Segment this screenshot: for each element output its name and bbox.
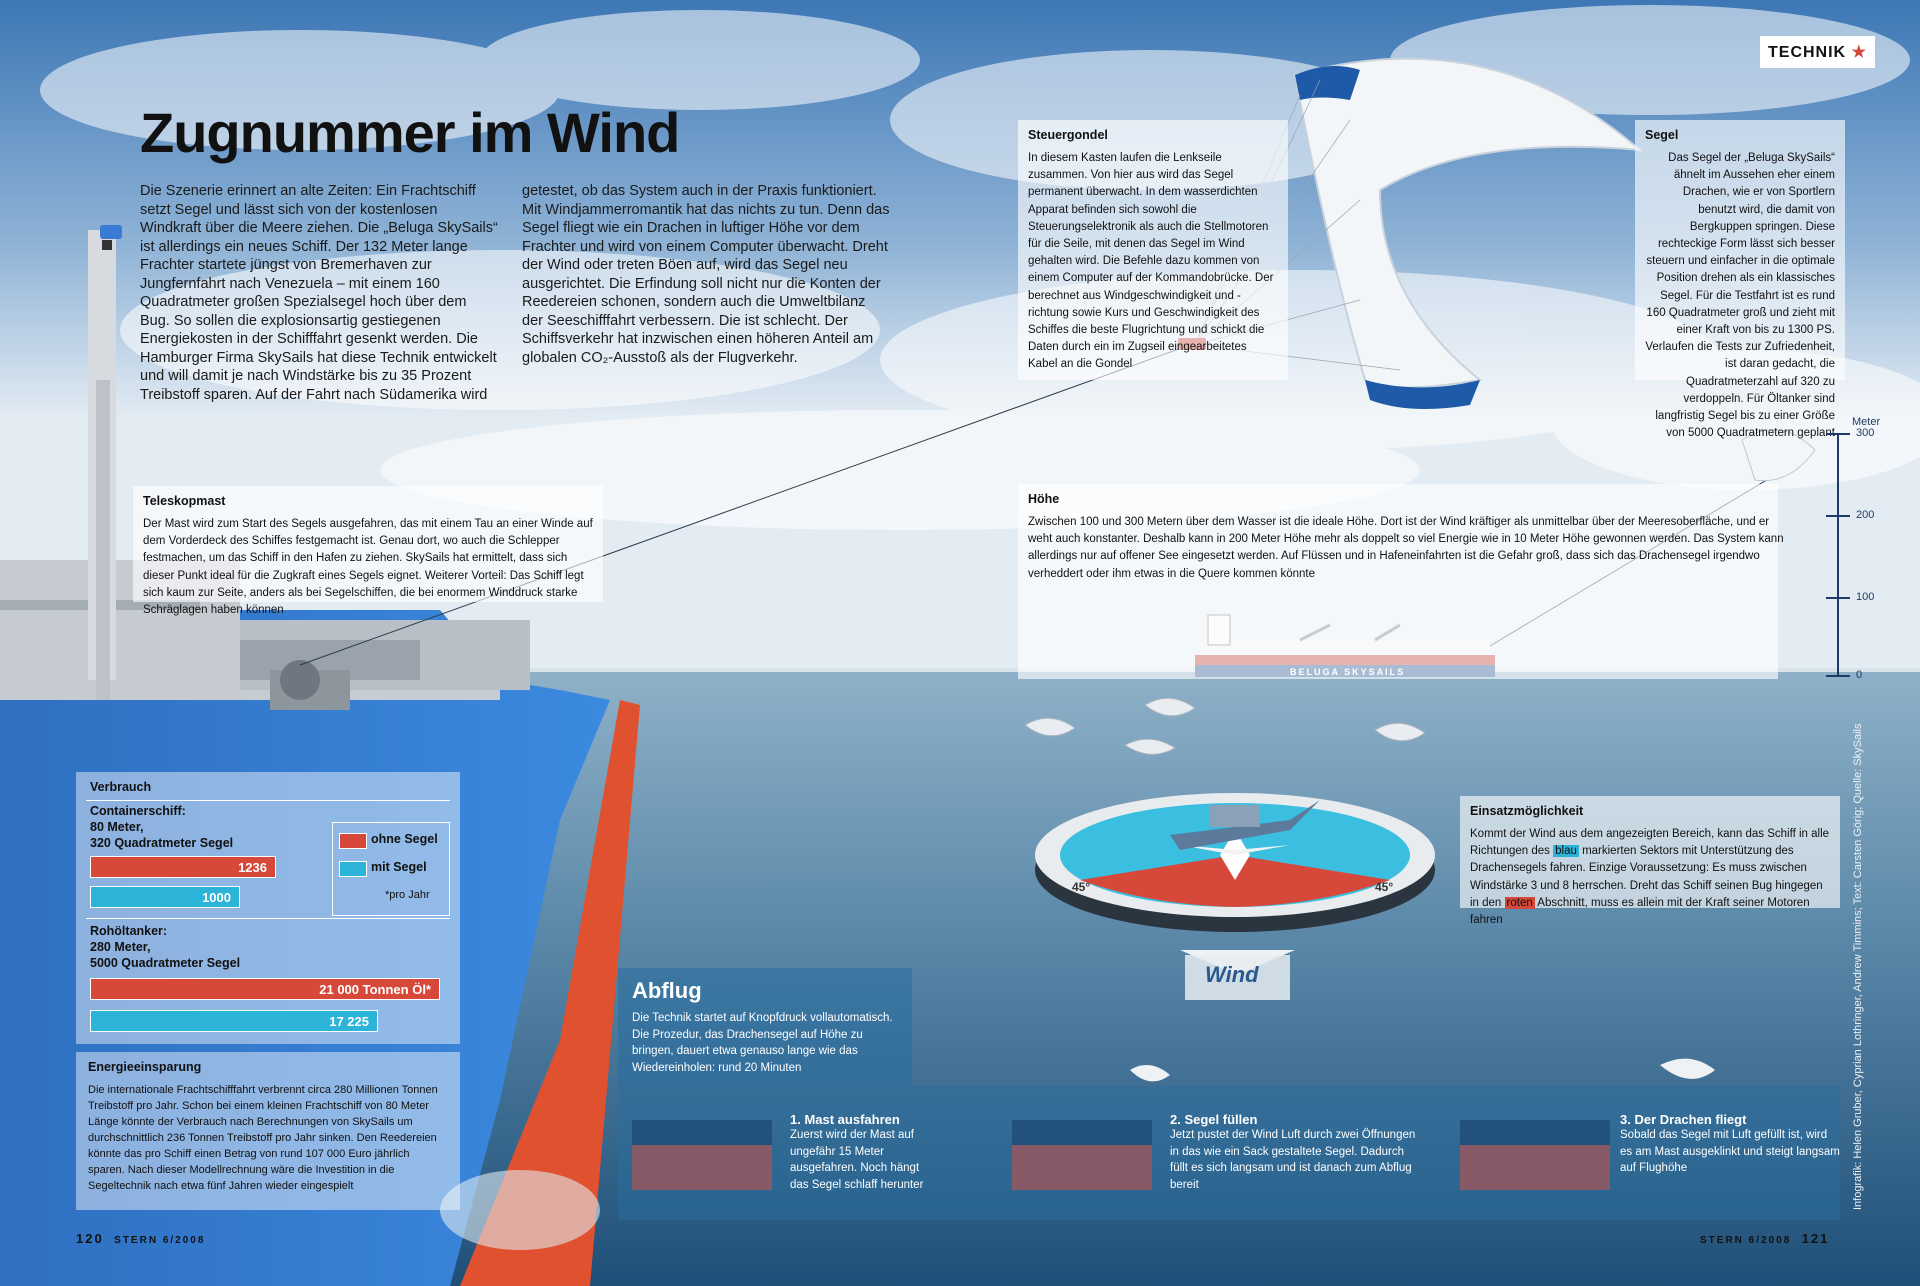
step-1-text: Zuerst wird der Mast auf ungefähr 15 Met… (790, 1129, 924, 1191)
section-label: TECHNIK (1768, 44, 1847, 61)
container-bar-ohne: 1236 (90, 856, 276, 878)
scale-tick-0 (1826, 675, 1850, 677)
legend-footnote: *pro Jahr (385, 889, 430, 901)
energie-text: Die internationale Frachtschifffahrt ver… (88, 1084, 438, 1192)
hoehe-text: Zwischen 100 und 300 Metern über dem Was… (1028, 516, 1784, 580)
scale-tick-100 (1826, 597, 1850, 599)
segel-text: Das Segel der „Beluga SkySails“ ähnelt i… (1645, 152, 1835, 440)
scale-unit: Meter (1852, 416, 1881, 428)
steuergondel-text: In diesem Kasten laufen die Lenkseile zu… (1028, 152, 1274, 371)
container-size-2: 320 Quadratmeter Segel (90, 836, 234, 850)
teleskopmast-text: Der Mast wird zum Start des Segels ausge… (143, 518, 593, 617)
folio-right: STERN 6/2008 121 (1700, 1230, 1829, 1248)
folio-right-number: 121 (1801, 1231, 1830, 1246)
legend-box: ohne Segel mit Segel *pro Jahr (332, 822, 450, 916)
scale-tick-200 (1826, 515, 1850, 517)
stern-logo-icon: ★ (1851, 44, 1867, 61)
scale-tick-label-300: 300 (1856, 427, 1875, 439)
credits: Infografik: Helen Gruber, Cyprian Lothri… (1852, 723, 1864, 1210)
wind-label: Wind (1205, 962, 1259, 987)
verbrauch-panel: Verbrauch Containerschiff: 80 Meter, 320… (76, 772, 460, 1044)
container-size-1: 80 Meter, (90, 820, 144, 834)
legend-label-mit: mit Segel (371, 860, 427, 874)
verbrauch-title: Verbrauch (90, 780, 152, 794)
compass-angle-right: 45° (1375, 880, 1394, 894)
abflug-text: Die Technik startet auf Knopfdruck volla… (632, 1012, 893, 1074)
verbrauch-divider (86, 918, 450, 919)
einsatz-text-b: markierten Sektors mit Unterstützung des… (1470, 845, 1823, 909)
step-2-title: 2. Segel füllen (1170, 1112, 1258, 1127)
hoehe-panel: Höhe Zwischen 100 und 300 Metern über de… (1018, 484, 1784, 679)
step-1: 1. Mast ausfahren Zuerst wird der Mast a… (790, 1112, 940, 1193)
intro-col-1: Die Szenerie erinnert an alte Zeiten: Ei… (140, 183, 498, 403)
abflug-title: Abflug (632, 978, 702, 1003)
legend-swatch-ohne (339, 833, 367, 849)
einsatz-title: Einsatzmöglichkeit (1470, 804, 1584, 818)
folio-right-magazine: STERN 6/2008 (1700, 1235, 1792, 1246)
energie-panel: Energieeinsparung Die internationale Fra… (76, 1052, 460, 1210)
folio-left-magazine: STERN 6/2008 (114, 1235, 206, 1246)
energie-title: Energieeinsparung (88, 1060, 202, 1074)
step-3-text: Sobald das Segel mit Luft gefüllt ist, w… (1620, 1129, 1840, 1174)
abflug-steps-band (618, 1086, 1840, 1220)
scale-tick-300 (1826, 433, 1850, 435)
teleskopmast-panel: Teleskopmast Der Mast wird zum Start des… (133, 486, 603, 616)
tanker-size-1: 280 Meter, (90, 940, 151, 954)
verbrauch-title-divider (86, 800, 450, 801)
step-3: 3. Der Drachen fliegt Sobald das Segel m… (1620, 1112, 1840, 1177)
scale-tick-label-200: 200 (1856, 509, 1875, 521)
scale-tick-label-0: 0 (1856, 669, 1863, 681)
hoehe-title: Höhe (1028, 492, 1060, 506)
segel-title: Segel (1645, 128, 1679, 142)
step-1-title: 1. Mast ausfahren (790, 1112, 900, 1127)
container-bar-mit: 1000 (90, 886, 240, 908)
step-2-text: Jetzt pustet der Wind Luft durch zwei Öf… (1170, 1129, 1416, 1191)
teleskopmast-title: Teleskopmast (143, 494, 226, 508)
ship-name-label: BELUGA SKYSAILS (1290, 667, 1406, 677)
legend-swatch-mit (339, 861, 367, 877)
abflug-panel: Abflug Die Technik startet auf Knopfdruc… (618, 968, 912, 1086)
tanker-bar-ohne: 21 000 Tonnen Öl* (90, 978, 440, 1000)
steuergondel-panel: Steuergondel In diesem Kasten laufen die… (1018, 120, 1288, 380)
compass-angle-left: 45° (1072, 880, 1091, 894)
section-tag: TECHNIK ★ (1760, 36, 1875, 68)
tanker-bar-mit: 17 225 (90, 1010, 378, 1032)
einsatz-panel: Einsatzmöglichkeit Kommt der Wind aus de… (1460, 796, 1840, 926)
einsatz-text-a: Kommt der Wind aus dem angezeigten Berei… (1470, 828, 1830, 858)
intro-col-2: getestet, ob das System auch in der Prax… (522, 183, 890, 366)
einsatz-text: Kommt der Wind aus dem angezeigten Berei… (1470, 826, 1830, 929)
folio-left-number: 120 (76, 1231, 104, 1246)
container-label: Containerschiff: (90, 804, 186, 818)
steuergondel-title: Steuergondel (1028, 128, 1108, 142)
legend-label-ohne: ohne Segel (371, 832, 438, 846)
headline: Zugnummer im Wind (140, 101, 680, 164)
einsatz-highlight-roten: roten (1504, 896, 1535, 909)
einsatz-text-c: Abschnitt, muss es allein mit der Kraft … (1470, 896, 1810, 927)
tanker-label: Rohöltanker: (90, 924, 168, 938)
segel-panel: Segel Das Segel der „Beluga SkySails“ äh… (1635, 120, 1845, 439)
tanker-size-2: 5000 Quadratmeter Segel (90, 956, 241, 970)
scale-ticks: 300 200 100 0 (1826, 427, 1886, 682)
step-2: 2. Segel füllen Jetzt pustet der Wind Lu… (1170, 1112, 1420, 1193)
scale-tick-label-100: 100 (1856, 591, 1875, 603)
folio-left: 120 STERN 6/2008 (76, 1230, 205, 1248)
einsatz-highlight-blau: blau (1553, 845, 1579, 858)
step-3-title: 3. Der Drachen fliegt (1620, 1112, 1747, 1127)
